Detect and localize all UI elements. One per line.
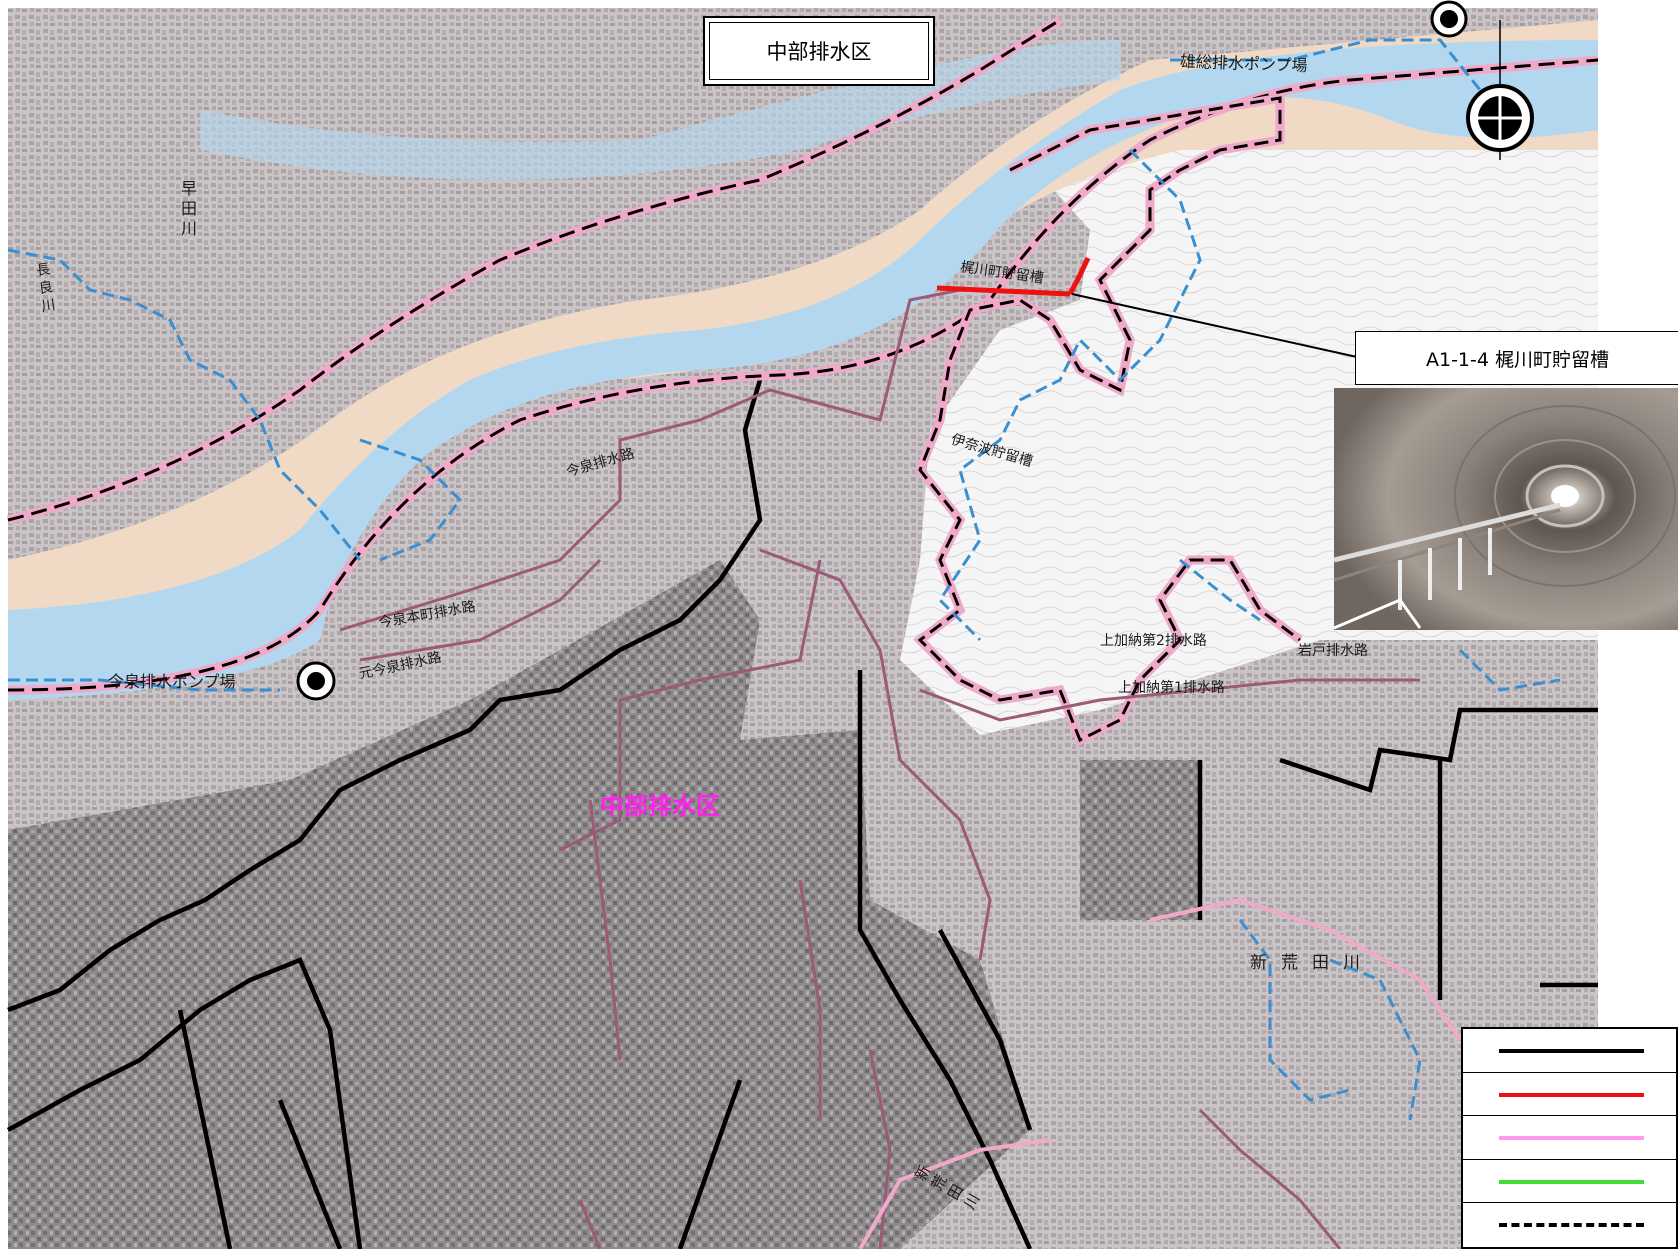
map-title: 中部排水区 (766, 40, 872, 64)
legend-swatch-green-solid (1499, 1179, 1644, 1184)
legend-row-red-solid (1463, 1073, 1676, 1117)
dense-district (8, 560, 1030, 1249)
drainage-channels (339, 288, 1420, 1249)
kajikawa-highlight (936, 256, 1091, 297)
place-label-kamikano-2: 上加納第2排水路 (1100, 633, 1207, 649)
compass-symbol (1466, 20, 1534, 160)
callout-leader (1071, 293, 1358, 358)
legend-row-black-solid (1463, 1029, 1676, 1073)
place-label-shin-arata-1: 新荒田川 (1250, 953, 1374, 973)
callout-box: A1-1-4 梶川町貯留槽 (1355, 331, 1678, 385)
legend-swatch-black-solid (1499, 1049, 1644, 1053)
map-title-box: 中部排水区 (703, 16, 935, 86)
legend-row-black-dashed (1463, 1203, 1676, 1247)
ozusa-pump-symbol (1430, 0, 1468, 38)
place-label-sota: 早田川 (178, 180, 197, 240)
place-label-imaizumi-pump: 今泉排水ポンプ場 (108, 672, 236, 691)
place-label-ozusa-pump: 雄総排水ポンプ場 (1179, 51, 1308, 76)
place-label-iwato: 岩戸排水路 (1298, 643, 1368, 659)
river-water-north (200, 40, 1120, 180)
district-boundary (6, 379, 1598, 1249)
legend-row-pink-solid (1463, 1116, 1676, 1160)
map-legend (1461, 1027, 1678, 1249)
pink-boundary (858, 897, 1462, 1249)
storage-tank-photo (1333, 388, 1678, 630)
callout-label: A1-1-4 梶川町貯留槽 (1425, 348, 1609, 371)
river-water (8, 40, 1598, 700)
district-name: 中部排水区 (600, 792, 720, 820)
legend-swatch-pink-solid (1499, 1136, 1644, 1141)
dense-district (1080, 760, 1200, 920)
imaizumi-pump-symbol (296, 661, 336, 701)
place-label-kamikano-1: 上加納第1排水路 (1118, 680, 1225, 696)
city-boundary (6, 16, 1599, 747)
legend-swatch-black-dashed (1499, 1223, 1644, 1228)
legend-row-green-solid (1463, 1160, 1676, 1204)
blue-channels (7, 38, 1561, 1121)
legend-swatch-red-solid (1499, 1092, 1644, 1097)
